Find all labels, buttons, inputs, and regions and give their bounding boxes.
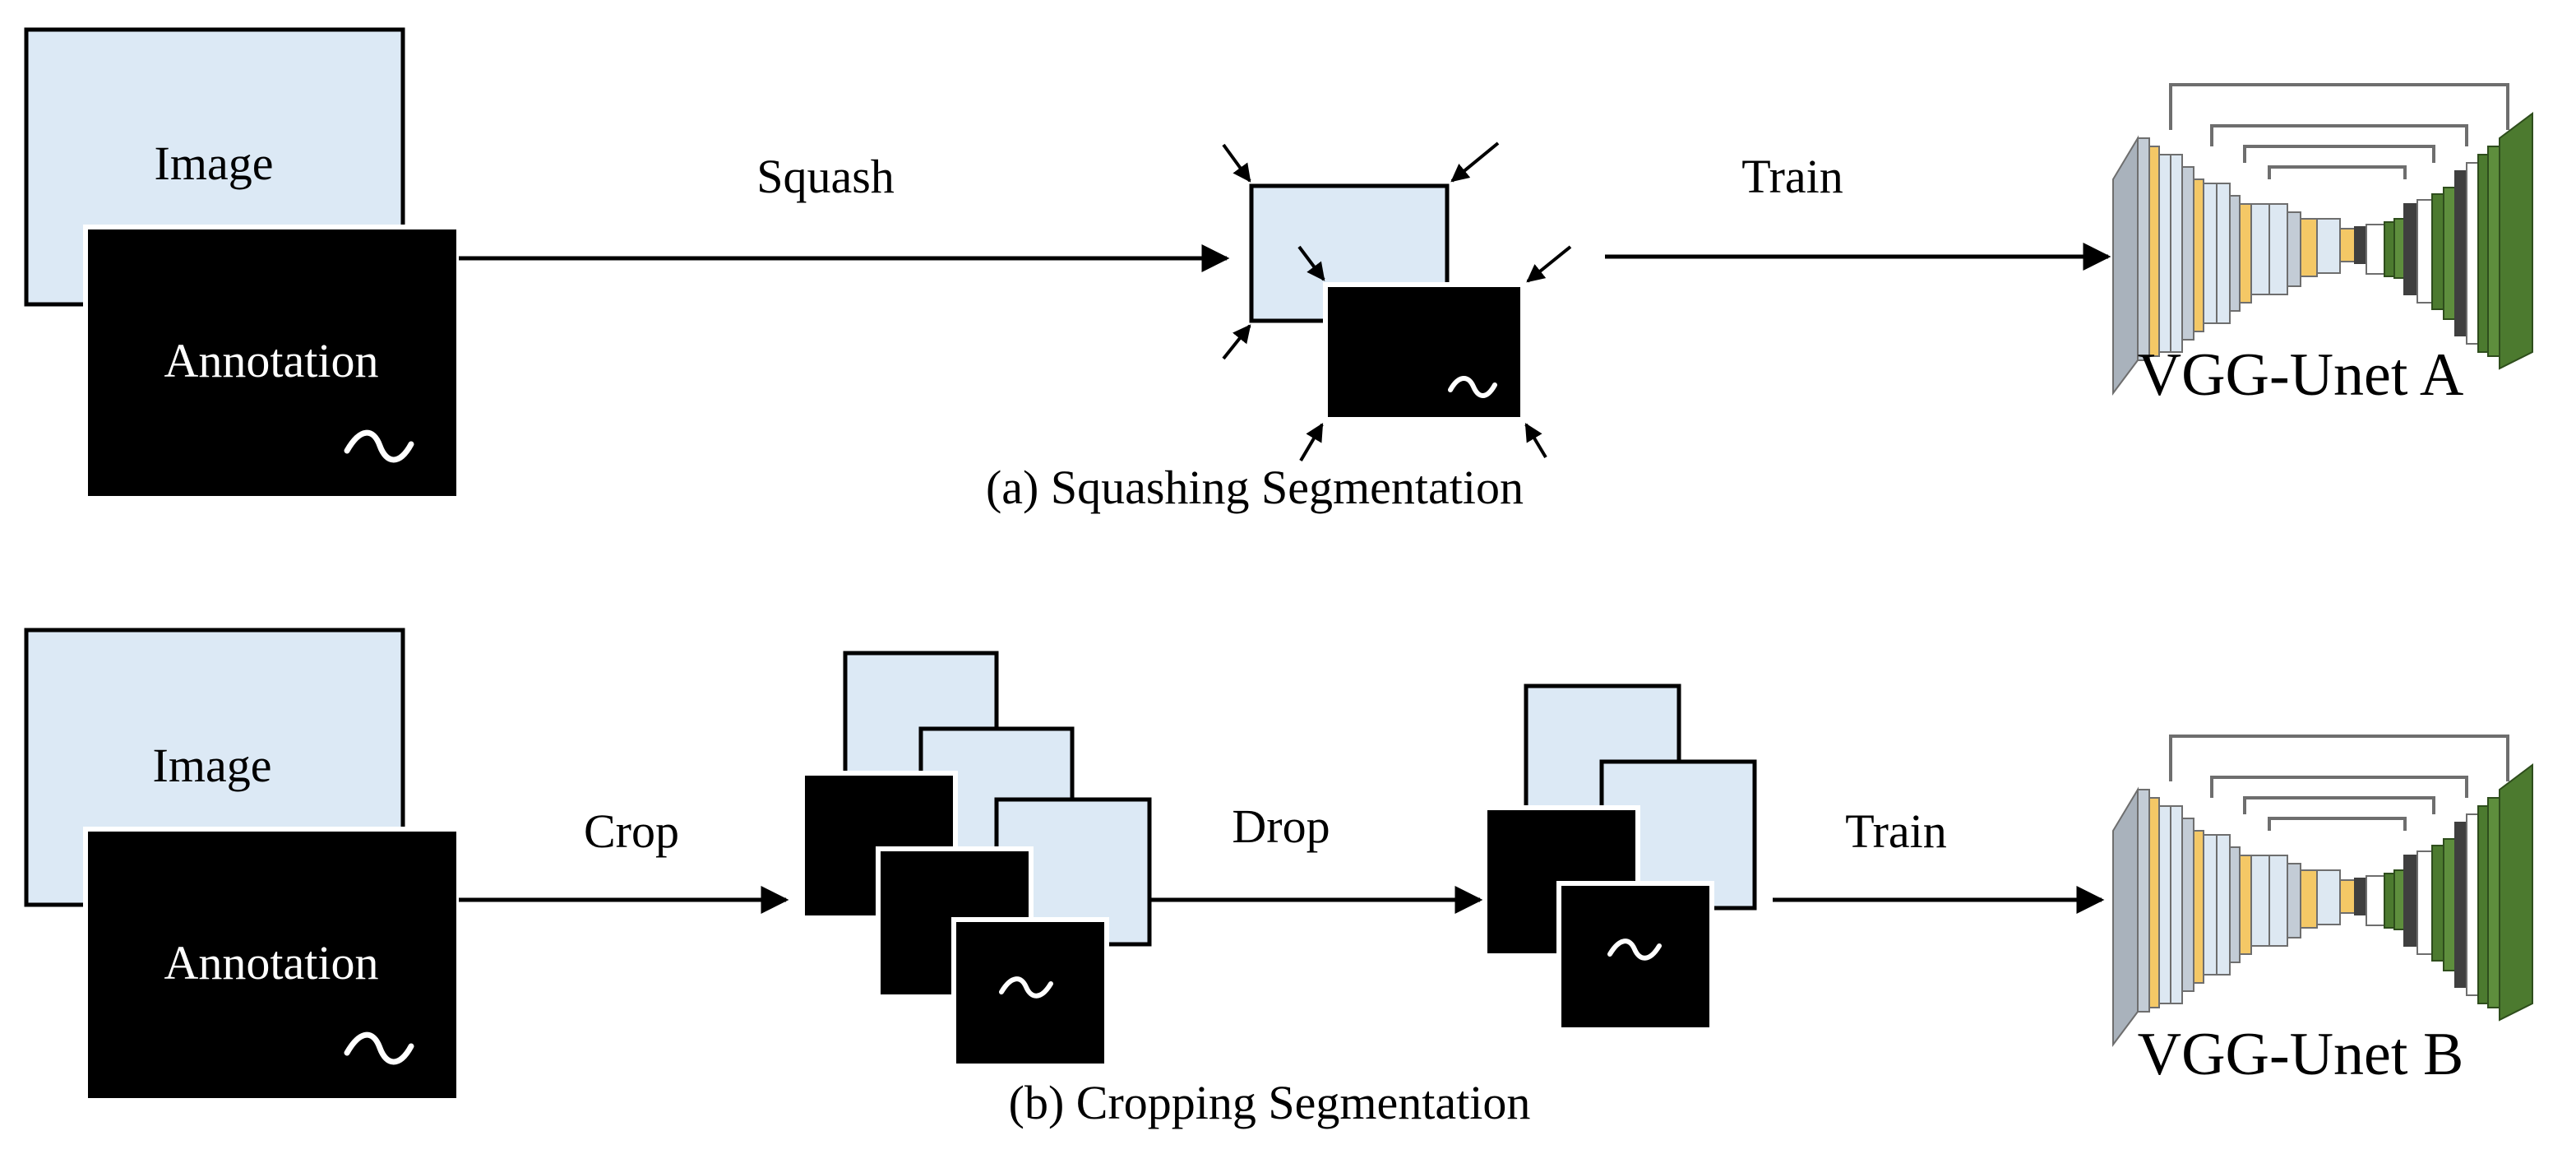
wave-icon xyxy=(999,976,1053,999)
squash-arrows xyxy=(1222,141,1572,462)
row-a: Image Annotation Squash (a) Squashing Se… xyxy=(24,27,2534,514)
image-label-a: Image xyxy=(155,137,274,190)
model-label-b: VGG-Unet B xyxy=(2138,1021,2464,1088)
train-label-a: Train xyxy=(1741,150,1843,203)
wave-icon xyxy=(344,1031,414,1065)
wave-icon xyxy=(344,429,414,463)
caption-b: (b) Cropping Segmentation xyxy=(1009,1076,1531,1129)
squash-label: Squash xyxy=(756,150,895,203)
model-label-a: VGG-Unet A xyxy=(2138,341,2464,409)
kept-tiles xyxy=(1482,684,1757,1032)
drop-label: Drop xyxy=(1232,799,1330,853)
row-b: Image Annotation Crop Drop Train (b xyxy=(24,628,2534,1129)
wave-icon xyxy=(1607,938,1662,961)
annotation-box-b xyxy=(83,827,461,1103)
wave-icon xyxy=(1448,376,1497,398)
squashed-annotation-box xyxy=(1323,282,1525,422)
annotation-label-a: Annotation xyxy=(164,334,379,387)
cropped-tiles xyxy=(800,651,1152,1068)
annotation-box-a xyxy=(83,225,461,501)
caption-a: (a) Squashing Segmentation xyxy=(986,461,1524,514)
train-label-b: Train xyxy=(1845,804,1947,858)
crop-label: Crop xyxy=(584,804,679,858)
annotation-label-b: Annotation xyxy=(164,936,379,989)
image-label-b: Image xyxy=(153,739,272,792)
vgg-unet-b-icon xyxy=(2111,735,2534,1046)
